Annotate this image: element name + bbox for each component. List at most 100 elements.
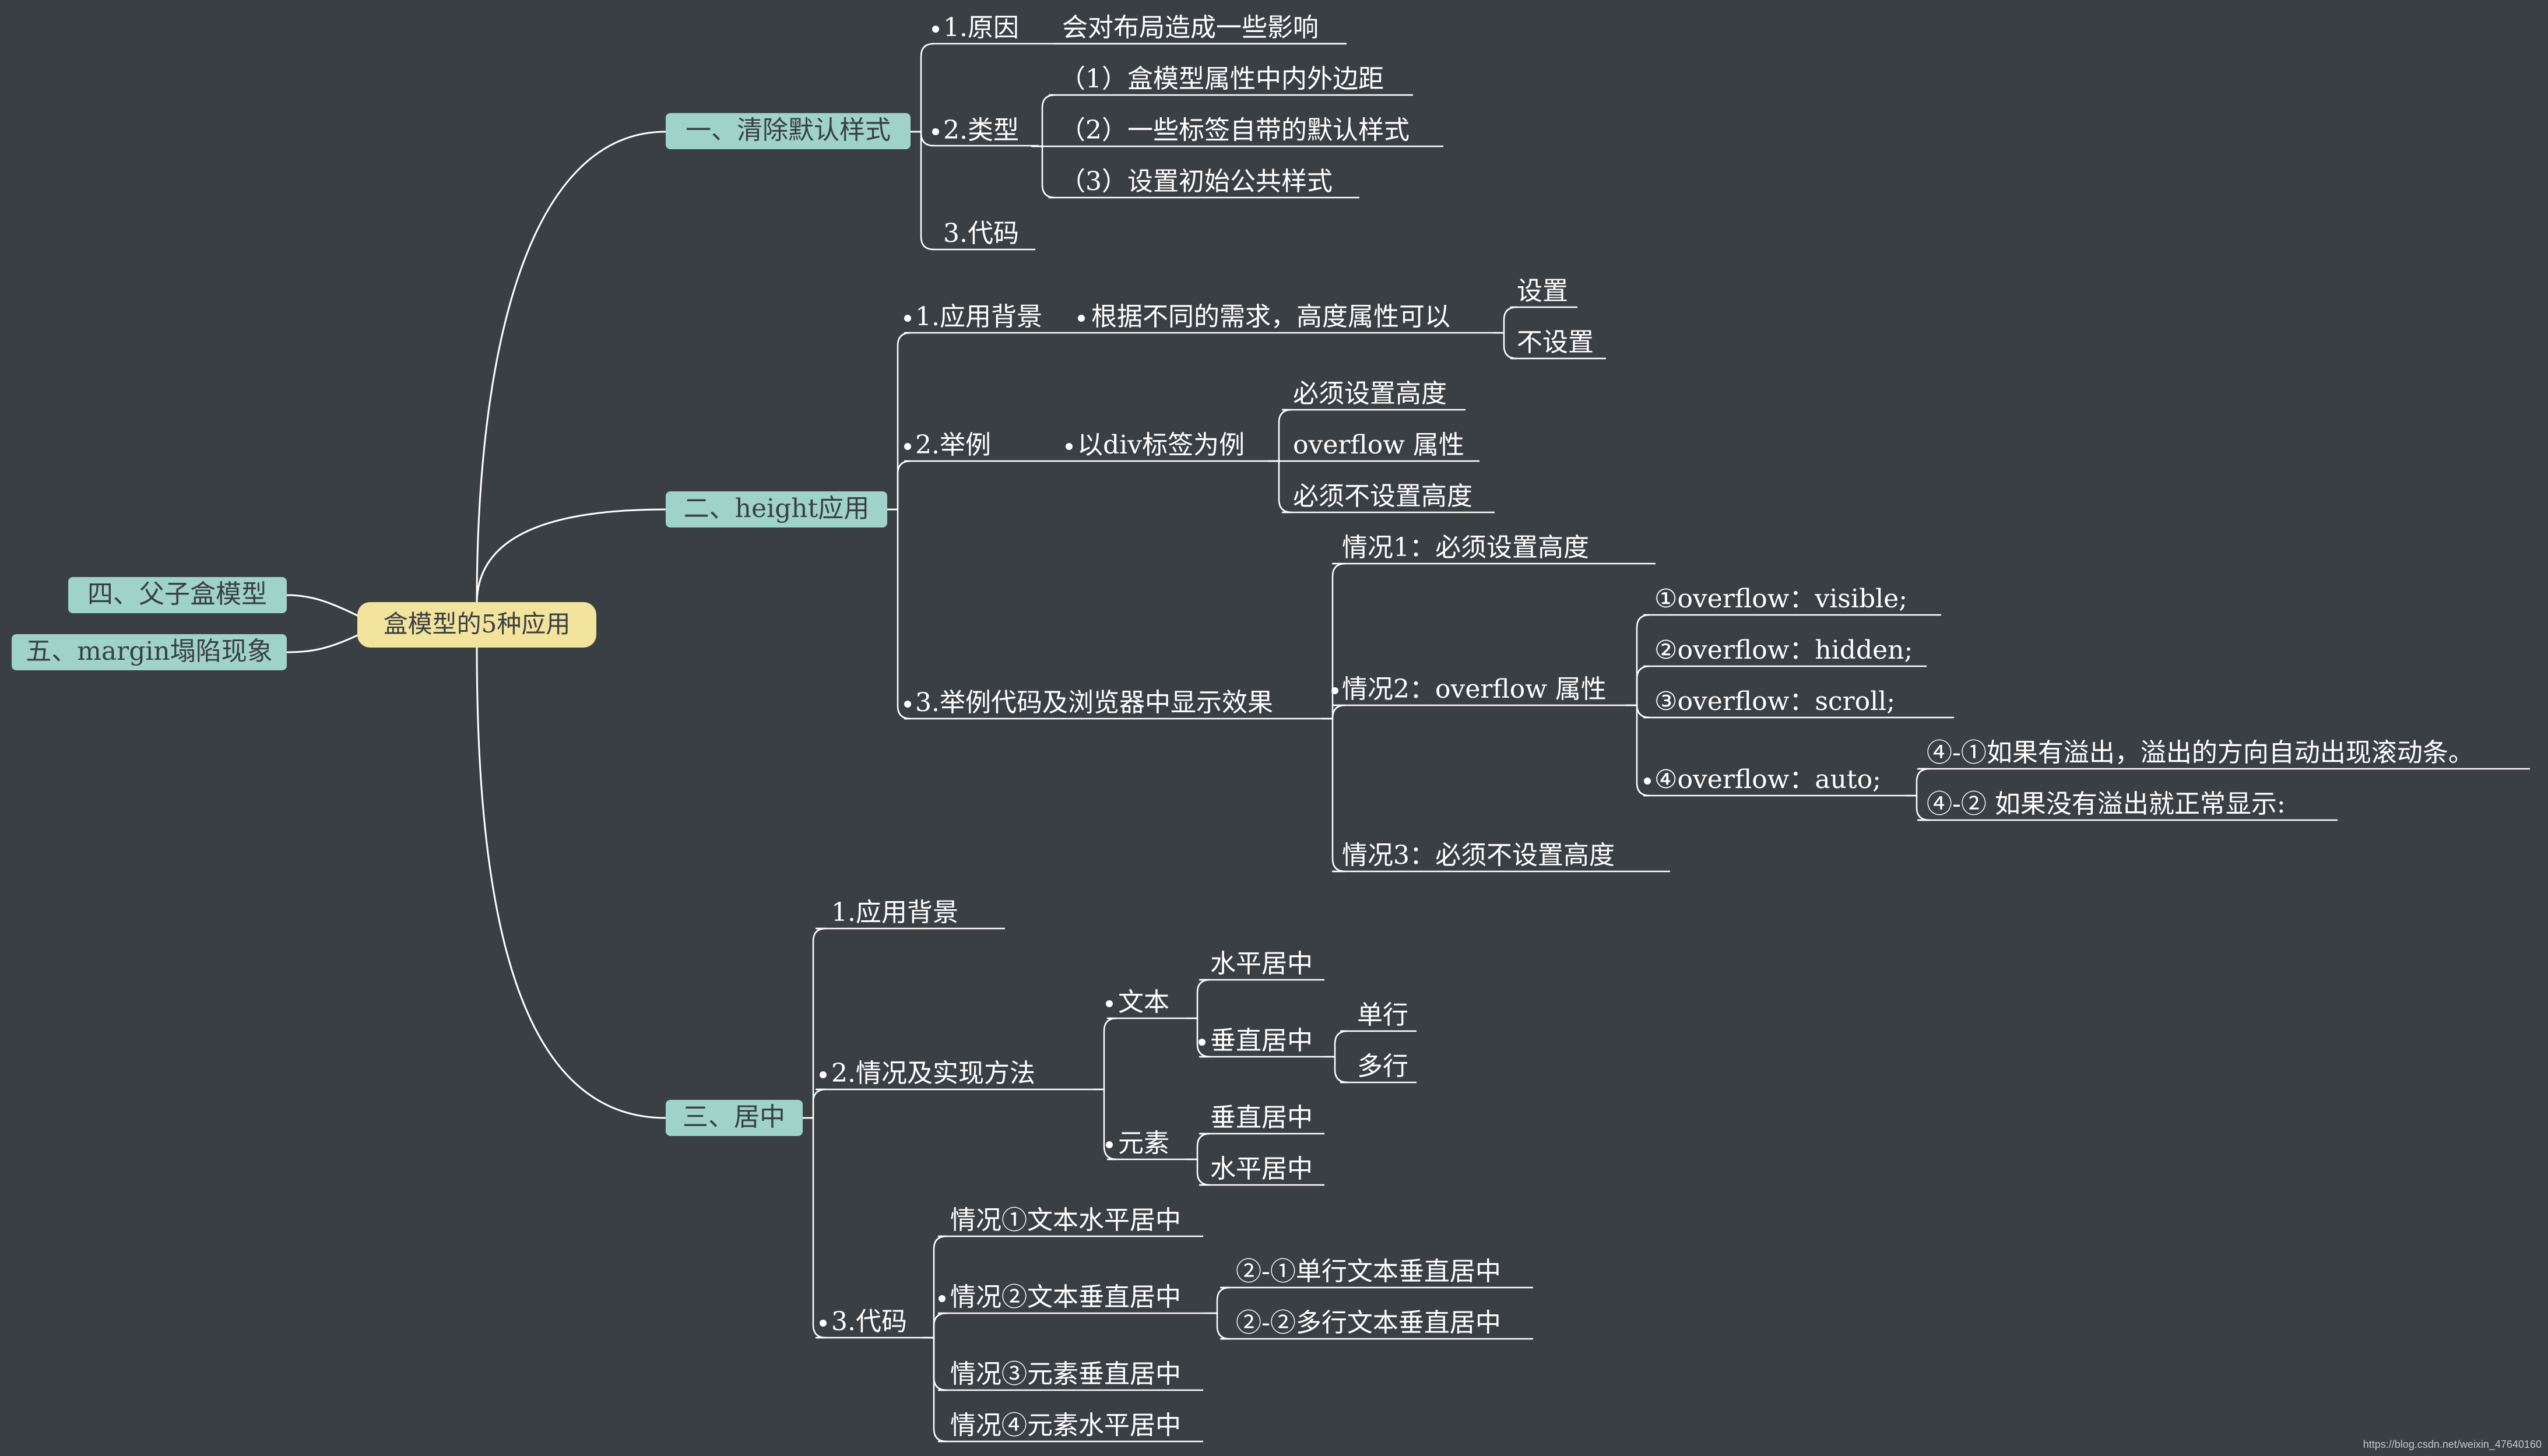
bullet-dot bbox=[1106, 1141, 1113, 1148]
connector-line bbox=[1267, 460, 1292, 514]
connector-line bbox=[1206, 1286, 1231, 1314]
bullet-dots bbox=[820, 26, 1651, 1327]
connector-line bbox=[802, 1088, 827, 1119]
bullet-dot bbox=[1078, 315, 1085, 322]
bullet-dot bbox=[904, 701, 911, 708]
bullet-dot bbox=[820, 1071, 827, 1078]
branch-box-5[interactable] bbox=[12, 634, 287, 670]
b2-overflow-scroll[interactable]: ③overflow：scroll; bbox=[1654, 687, 1895, 716]
bullet-dot bbox=[904, 443, 911, 450]
b2-overflow-hidden[interactable]: ②overflow：hidden; bbox=[1654, 635, 1913, 665]
bullet-dot bbox=[1331, 687, 1338, 694]
branch-box-3[interactable] bbox=[666, 1100, 803, 1136]
connector-line bbox=[476, 508, 667, 603]
branch-box-1[interactable] bbox=[666, 113, 911, 149]
b2-case-3[interactable]: 情况3：必须不设置高度 bbox=[1342, 840, 1615, 870]
bullet-dot bbox=[1644, 778, 1651, 785]
branch-box-2[interactable] bbox=[666, 491, 887, 527]
b2-must-not-set-height[interactable]: 必须不设置高度 bbox=[1293, 481, 1472, 511]
b3-text-horizontal-center[interactable]: 水平居中 bbox=[1210, 949, 1313, 979]
connector-line bbox=[1206, 1312, 1231, 1340]
connector-line bbox=[909, 131, 934, 147]
connector-line bbox=[1186, 1158, 1211, 1186]
connector-line bbox=[1323, 1056, 1348, 1084]
bullet-dot bbox=[932, 128, 939, 135]
b2-must-set-height[interactable]: 必须设置高度 bbox=[1293, 379, 1447, 409]
b2-auto-no-overflow[interactable]: ④-② 如果没有溢出就正常显示: bbox=[1927, 789, 2286, 819]
b3-element-vertical-center[interactable]: 垂直居中 bbox=[1210, 1103, 1313, 1133]
b2-overflow-auto[interactable]: ④overflow：auto; bbox=[1654, 765, 1881, 794]
bullet-dot bbox=[904, 315, 911, 322]
connector-line bbox=[1092, 1088, 1117, 1160]
connector-line bbox=[476, 646, 667, 1119]
b1-reason-detail[interactable]: 会对布局造成一些影响 bbox=[1062, 13, 1319, 43]
branch-centering[interactable]: 三、居中 bbox=[683, 1102, 785, 1132]
b2-case-2[interactable]: 情况2：overflow 属性 bbox=[1342, 674, 1607, 704]
connector-line bbox=[1625, 614, 1650, 706]
connector-line bbox=[1323, 1030, 1348, 1058]
b3-case-2[interactable]: 情况②文本垂直居中 bbox=[950, 1282, 1181, 1312]
b1-type-2[interactable]: （2）一些标签自带的默认样式 bbox=[1060, 115, 1410, 145]
b1-type-1[interactable]: （1）盒模型属性中内外边距 bbox=[1060, 64, 1384, 94]
bullet-dot bbox=[1199, 1039, 1206, 1046]
b3-case-4[interactable]: 情况④元素水平居中 bbox=[950, 1411, 1181, 1440]
bullet-dot bbox=[1106, 1000, 1113, 1007]
branch-height-application[interactable]: 二、height应用 bbox=[684, 494, 870, 523]
b3-case-2-2[interactable]: ②-②多行文本垂直居中 bbox=[1236, 1308, 1501, 1338]
b1-type[interactable]: 2.类型 bbox=[943, 115, 1019, 145]
b3-element-horizontal-center[interactable]: 水平居中 bbox=[1210, 1154, 1313, 1184]
b1-reason[interactable]: 1.原因 bbox=[943, 13, 1019, 43]
b2-code[interactable]: 3.举例代码及浏览器中显示效果 bbox=[915, 688, 1273, 718]
b3-background[interactable]: 1.应用背景 bbox=[831, 898, 958, 927]
b3-text-vertical-center[interactable]: 垂直居中 bbox=[1210, 1026, 1313, 1056]
connector-line bbox=[1625, 704, 1650, 719]
central-topic-box[interactable] bbox=[357, 602, 596, 648]
b3-code[interactable]: 3.代码 bbox=[831, 1307, 907, 1337]
connector-line bbox=[922, 1312, 947, 1339]
b2-not-set[interactable]: 不设置 bbox=[1517, 328, 1594, 357]
central-topic[interactable]: 盒模型的5种应用 bbox=[384, 610, 571, 638]
branch-clear-default-styles[interactable]: 一、清除默认样式 bbox=[686, 115, 891, 145]
b2-case-1[interactable]: 情况1：必须设置高度 bbox=[1342, 533, 1589, 562]
connector-line bbox=[1186, 979, 1211, 1019]
b1-code[interactable]: 3.代码 bbox=[943, 219, 1019, 248]
b3-case-1[interactable]: 情况①文本水平居中 bbox=[950, 1205, 1181, 1235]
connector-line bbox=[286, 634, 359, 653]
connector-line bbox=[909, 131, 934, 251]
b2-overflow-visible[interactable]: ①overflow：visible; bbox=[1654, 584, 1907, 614]
connector-line bbox=[886, 460, 911, 511]
b2-auto-overflow-scrollbar[interactable]: ④-①如果有溢出，溢出的方向自动出现滚动条。 bbox=[1927, 738, 2474, 768]
b2-set[interactable]: 设置 bbox=[1517, 276, 1568, 306]
bullet-dot bbox=[820, 1320, 827, 1327]
bullet-dot bbox=[1066, 443, 1073, 450]
connector-line bbox=[802, 1117, 827, 1339]
b1-type-3[interactable]: （3）设置初始公共样式 bbox=[1060, 167, 1333, 196]
connector-line bbox=[286, 594, 359, 617]
b3-text[interactable]: 文本 bbox=[1118, 987, 1169, 1017]
b3-case-3[interactable]: 情况③元素垂直居中 bbox=[950, 1359, 1181, 1389]
bullet-dot bbox=[932, 26, 939, 33]
connector-line bbox=[1625, 665, 1650, 706]
connector-line bbox=[909, 43, 934, 133]
b3-element[interactable]: 元素 bbox=[1118, 1128, 1169, 1158]
connector-line bbox=[886, 332, 911, 511]
b2-example-detail[interactable]: 以div标签为例 bbox=[1077, 430, 1245, 460]
b2-example[interactable]: 2.举例 bbox=[915, 430, 991, 460]
bullet-dot bbox=[939, 1295, 946, 1302]
branch-parent-child-box-model[interactable]: 四、父子盒模型 bbox=[87, 579, 267, 609]
b2-background[interactable]: 1.应用背景 bbox=[915, 302, 1042, 332]
connector-line bbox=[922, 1337, 947, 1391]
connector-line bbox=[1092, 1017, 1117, 1091]
b3-multi-line[interactable]: 多行 bbox=[1357, 1051, 1408, 1081]
branch-box-4[interactable] bbox=[68, 577, 287, 613]
b3-case-2-1[interactable]: ②-①单行文本垂直居中 bbox=[1236, 1257, 1501, 1286]
connector-line bbox=[1031, 94, 1056, 147]
branch-margin-collapse[interactable]: 五、margin塌陷现象 bbox=[26, 636, 273, 666]
connector-line bbox=[1031, 145, 1056, 199]
b2-background-detail[interactable]: 根据不同的需求，高度属性可以 bbox=[1091, 302, 1450, 332]
b3-methods[interactable]: 2.情况及实现方法 bbox=[831, 1058, 1035, 1088]
connector-line bbox=[1492, 306, 1517, 334]
b3-single-line[interactable]: 单行 bbox=[1357, 1000, 1408, 1030]
b2-overflow-property[interactable]: overflow 属性 bbox=[1293, 430, 1464, 460]
